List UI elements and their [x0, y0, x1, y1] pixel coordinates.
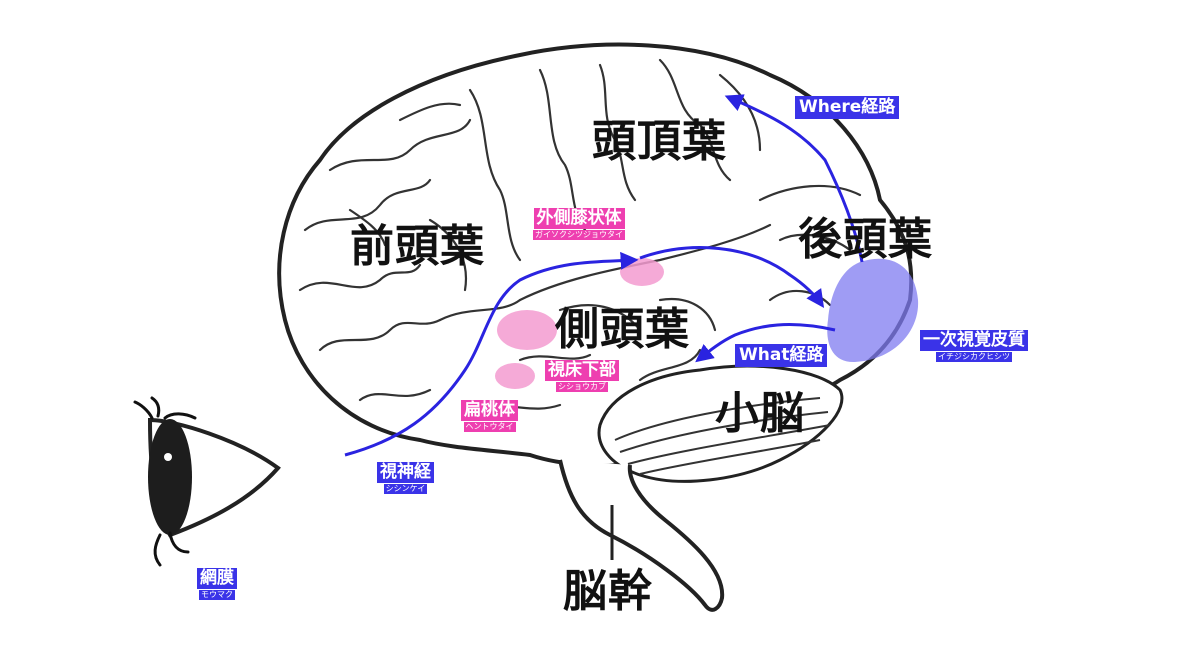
v1-tag-reading: イチジシカクヒシツ [936, 352, 1012, 362]
optic-nerve-tag-text: 視神経 [377, 462, 434, 483]
lgn-tag-reading: ガイソクシツジョウタイ [533, 230, 625, 240]
hypothalamus-tag-text: 視床下部 [545, 360, 619, 381]
geniculate-to-cortex-pathway [639, 246, 825, 308]
eye-illustration [133, 396, 281, 567]
occipital-lobe-label: 後頭葉 [798, 214, 933, 265]
where-pathway-label: Where経路 [795, 96, 900, 119]
lgn-region [620, 258, 664, 286]
primary-visual-cortex-region [827, 258, 919, 363]
frontal-lobe-label: 前頭葉 [350, 221, 485, 272]
v1-tag: 一次視覚皮質 イチジシカクヒシツ [920, 330, 1028, 362]
amygdala-tag: 扁桃体 ヘントウタイ [461, 400, 518, 432]
brainstem-label: 脳幹 [563, 566, 653, 617]
cerebellum-label: 小脳 [715, 388, 805, 439]
retina-tag-reading: モウマク [199, 590, 235, 600]
amygdala-tag-text: 扁桃体 [461, 400, 518, 421]
v1-tag-text: 一次視覚皮質 [920, 330, 1028, 351]
brainstem-outline [558, 459, 725, 612]
where-pathway-arrow [724, 94, 864, 263]
retina-tag-text: 網膜 [197, 568, 237, 589]
optic-nerve-tag: 視神経 シシンケイ [377, 462, 434, 494]
what-pathway-label: What経路 [735, 344, 828, 367]
cerebellum-folds [614, 397, 831, 475]
lgn-tag-text: 外側膝状体 [533, 208, 625, 229]
optic-nerve-tag-reading: シシンケイ [383, 484, 428, 494]
hypothalamus-tag-reading: シショウカブ [556, 382, 608, 392]
retina-tag: 網膜 モウマク [197, 568, 237, 600]
what-pathway-arrow [695, 323, 836, 363]
brain-gyri [298, 58, 862, 412]
hypothalamus-tag: 視床下部 シショウカブ [545, 360, 619, 392]
cerebellum-outline [597, 364, 844, 483]
hypothalamus-region [497, 310, 557, 350]
temporal-lobe-label: 側頭葉 [555, 304, 690, 355]
optic-nerve-pathway [344, 251, 639, 457]
amygdala-tag-reading: ヘントウタイ [463, 422, 516, 432]
lgn-tag: 外側膝状体 ガイソクシツジョウタイ [533, 208, 625, 240]
amygdala-region [495, 363, 535, 389]
parietal-lobe-label: 頭頂葉 [592, 116, 727, 167]
